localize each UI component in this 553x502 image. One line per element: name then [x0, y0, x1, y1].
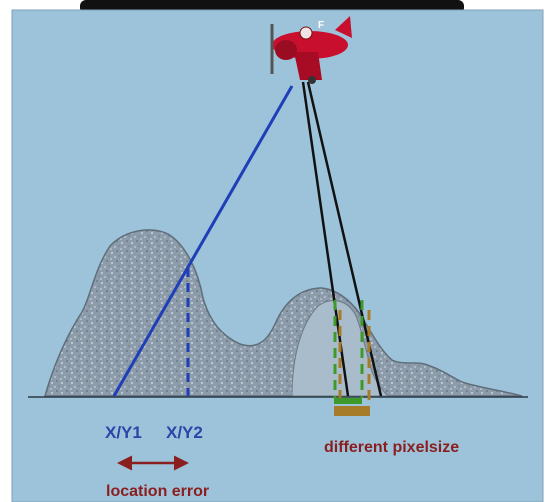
green-pixel-footprint	[334, 398, 362, 404]
sky-panel	[12, 10, 543, 502]
airplane-marking: F	[318, 20, 324, 31]
different-pixelsize-label: different pixelsize	[324, 439, 459, 456]
airplane-engine	[275, 40, 297, 60]
xy1-label: X/Y1	[105, 423, 142, 442]
airplane-wheel	[308, 76, 316, 84]
location-error-label: location error	[106, 483, 209, 500]
brown-pixel-footprint	[334, 406, 370, 416]
airplane-cockpit	[300, 27, 312, 39]
xy2-label: X/Y2	[166, 423, 203, 442]
